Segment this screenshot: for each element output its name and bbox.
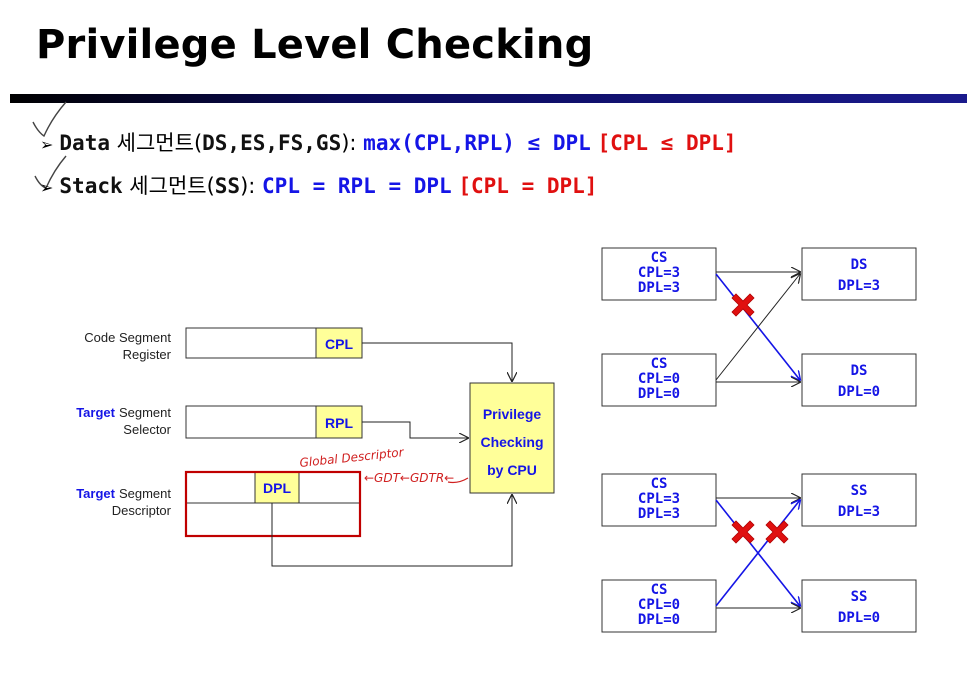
bullet-close: ): (341, 131, 364, 155)
cross-mark-icon (731, 293, 755, 317)
bullet-keyword: Stack (59, 174, 123, 198)
bullet-keyword: Data (59, 131, 110, 155)
target-dpl: DPL=3 (838, 504, 880, 520)
target-name: DS (851, 257, 868, 273)
code-segment-label-1: Code Segment (84, 330, 171, 345)
bullet-bracket: [CPL = DPL] (458, 174, 598, 198)
source-name: CS (651, 356, 668, 372)
source-cpl: CPL=3 (638, 491, 680, 507)
source-cpl: CPL=0 (638, 371, 680, 387)
bullet-segments: SS (214, 174, 241, 198)
bullet-data-segment: ➢ Data 세그먼트(DS,ES,FS,GS): max(CPL,RPL) ≤ … (40, 127, 737, 157)
annotation-arrow (447, 477, 469, 484)
check-mark-1 (32, 101, 67, 138)
page-title: Privilege Level Checking (36, 22, 594, 68)
source-cs-box-4 (601, 579, 717, 633)
cross-mark-icon (765, 520, 789, 544)
bullet-close: ): (240, 174, 263, 198)
bullet-korean: 세그먼트( (122, 174, 215, 198)
source-cpl: CPL=3 (638, 265, 680, 281)
edge-cs0-ds3 (715, 274, 800, 381)
cpl-field (315, 327, 363, 359)
target-ss-box-1 (801, 473, 917, 527)
handwritten-note-2: ←GDT←GDTR← (364, 471, 454, 485)
target-ss-box-2 (801, 579, 917, 633)
check-mark-2 (34, 155, 67, 189)
bullet-arrow-icon: ➢ (40, 178, 54, 197)
privilege-checker-box (469, 382, 555, 494)
title-underline (10, 94, 967, 103)
source-dpl: DPL=3 (638, 506, 680, 522)
target-name: SS (851, 589, 868, 605)
dpl-to-checker-arrow (271, 495, 512, 567)
cross-mark-icon (731, 520, 755, 544)
target-ds-box-2 (801, 353, 917, 407)
checker-line-2: Checking (480, 434, 543, 450)
target-dpl: DPL=0 (838, 610, 880, 626)
edge-cs0-ss3 (715, 500, 800, 607)
cpl-field-label: CPL (325, 336, 353, 352)
rpl-field-label: RPL (325, 415, 353, 431)
cpl-to-checker-arrow (362, 342, 512, 381)
code-segment-label-2: Register (123, 347, 172, 362)
checker-line-3: by CPU (487, 462, 537, 478)
source-dpl: DPL=0 (638, 612, 680, 628)
source-cpl: CPL=0 (638, 597, 680, 613)
dpl-field (254, 471, 300, 504)
source-cs-box-3 (601, 473, 717, 527)
bullet-rule: CPL = RPL = DPL (262, 174, 452, 198)
source-dpl: DPL=0 (638, 386, 680, 402)
bullet-korean: 세그먼트( (109, 131, 203, 155)
bullet-stack-segment: ➢ Stack 세그먼트(SS): CPL = RPL = DPL [CPL = … (40, 170, 597, 200)
target-dpl: DPL=3 (838, 278, 880, 294)
rpl-field (315, 405, 363, 439)
bullet-segments: DS,ES,FS,GS (202, 131, 342, 155)
source-cs-box-2 (601, 353, 717, 407)
source-name: CS (651, 250, 668, 266)
target-ds-box-1 (801, 247, 917, 301)
source-cs-box-1 (601, 247, 717, 301)
dpl-field-label: DPL (263, 480, 291, 496)
source-name: CS (651, 476, 668, 492)
target-name: SS (851, 483, 868, 499)
handwritten-note-1: Global Descriptor (299, 445, 405, 470)
bullet-bracket: [CPL ≤ DPL] (597, 131, 737, 155)
source-name: CS (651, 582, 668, 598)
rpl-to-checker-arrow (362, 421, 468, 438)
source-dpl: DPL=3 (638, 280, 680, 296)
bullet-arrow-icon: ➢ (40, 135, 54, 154)
target-name: DS (851, 363, 868, 379)
target-dpl: DPL=0 (838, 384, 880, 400)
checker-line-1: Privilege (483, 406, 542, 422)
descriptor-label-2: Descriptor (112, 503, 172, 518)
bullet-rule: max(CPL,RPL) ≤ DPL (363, 131, 591, 155)
descriptor-highlight (184, 470, 362, 538)
selector-label-2: Selector (123, 422, 171, 437)
